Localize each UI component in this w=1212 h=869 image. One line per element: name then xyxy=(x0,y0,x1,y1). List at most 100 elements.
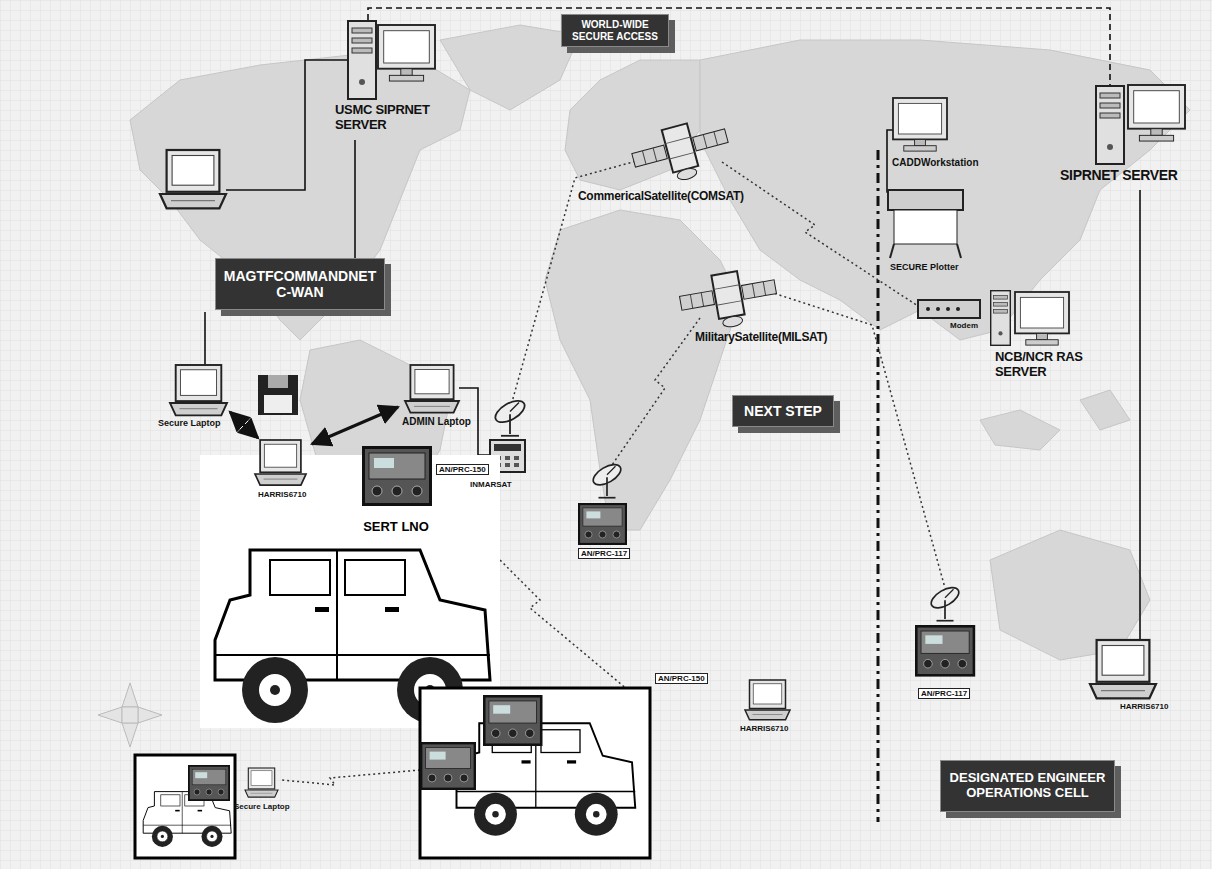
cell-box: DESIGNATED ENGINEER OPERATIONS CELL xyxy=(940,760,1115,812)
network-illustration xyxy=(893,98,947,151)
network-illustration xyxy=(745,680,790,720)
device-label: Secure Laptop xyxy=(158,418,221,428)
network-illustration xyxy=(255,440,306,485)
network-illustration xyxy=(1090,640,1156,698)
network-illustration xyxy=(160,150,226,208)
world-map xyxy=(980,410,1060,450)
compass-rose xyxy=(122,707,138,723)
satellite-label: CommericalSatellite(COMSAT) xyxy=(578,190,744,204)
floppy-disk-icon xyxy=(264,395,292,413)
radio-label: AN/PRC-150 xyxy=(436,464,489,475)
network-illustration xyxy=(170,365,227,415)
server-label: USMC SIPRNET SERVER xyxy=(335,103,445,133)
plotter-icon xyxy=(890,244,894,258)
network-box: MAGTFCOMMANDNET C-WAN xyxy=(215,258,385,310)
device-label: ADMIN Laptop xyxy=(402,416,471,428)
network-wire xyxy=(226,60,347,190)
radio-label: AN/PRC-117 xyxy=(918,688,970,699)
modem-icon xyxy=(918,300,980,318)
network-wire xyxy=(204,312,206,366)
device-label: CADDWorkstation xyxy=(892,157,978,169)
box-text: NEXT STEP xyxy=(744,403,822,419)
modem-icon xyxy=(956,307,960,311)
device-label: Modem xyxy=(950,321,978,330)
network-illustration xyxy=(590,460,624,497)
server-label: SIPRNET SERVER xyxy=(1060,167,1178,183)
compass-rose xyxy=(122,723,138,747)
network-illustration xyxy=(492,396,528,435)
network-illustration xyxy=(378,25,435,81)
box-text: MAGTFCOMMANDNET C-WAN xyxy=(222,268,378,300)
compass-rose xyxy=(98,683,162,747)
network-illustration xyxy=(189,766,229,800)
inmarsat-phone-icon xyxy=(505,456,510,460)
network-illustration xyxy=(991,291,1011,346)
plotter-icon xyxy=(888,190,963,210)
unit-box: SERT LNO xyxy=(350,508,442,546)
network-illustration xyxy=(245,768,278,797)
network-illustration xyxy=(405,365,459,413)
network-illustration xyxy=(421,743,475,789)
network-illustration xyxy=(928,583,962,620)
inmarsat-phone-icon xyxy=(494,444,521,451)
network-illustration xyxy=(579,504,626,544)
device-label: INMARSAT xyxy=(470,480,512,489)
network-wire xyxy=(354,140,356,258)
device-label: HARRIS6710 xyxy=(740,724,788,733)
world-map xyxy=(130,55,470,340)
network-illustration xyxy=(1096,86,1124,164)
vehicle-frame xyxy=(135,755,235,858)
modem-icon xyxy=(926,307,930,311)
world-map xyxy=(545,210,740,530)
inmarsat-phone-icon xyxy=(514,463,519,467)
floppy-disk-icon xyxy=(268,375,288,388)
modem-icon xyxy=(918,300,980,318)
modem-icon xyxy=(936,307,940,311)
device-label: HARRIS6710 xyxy=(1120,702,1168,711)
network-illustration xyxy=(628,114,735,191)
network-illustration xyxy=(1128,85,1185,141)
compass-rose xyxy=(138,707,162,723)
network-illustration xyxy=(677,265,781,335)
world-map xyxy=(700,40,1190,340)
radio-label: AN/PRC-150 xyxy=(655,673,708,684)
plotter-icon xyxy=(957,244,961,258)
network-illustration xyxy=(916,626,974,675)
box-text: WORLD-WIDE SECURE ACCESS xyxy=(568,19,662,42)
box-text: DESIGNATED ENGINEER OPERATIONS CELL xyxy=(947,771,1108,801)
modem-icon xyxy=(946,307,950,311)
radio-label: AN/PRC-117 xyxy=(578,548,630,559)
radio-link xyxy=(282,770,420,785)
device-label: SECURE Plotter xyxy=(890,262,959,272)
inmarsat-phone-icon xyxy=(505,463,510,467)
radio-link xyxy=(612,318,700,465)
satellite-label: MilitarySatellite(MILSAT) xyxy=(695,331,827,345)
network-wire xyxy=(1139,190,1141,642)
compass-rose xyxy=(122,683,138,707)
network-illustration xyxy=(348,21,376,99)
plotter-icon xyxy=(888,190,963,258)
floppy-disk-icon xyxy=(258,375,298,415)
network-illustration xyxy=(364,448,431,505)
network-illustration xyxy=(1015,292,1069,345)
network-illustration xyxy=(484,696,541,744)
floppy-disk-icon xyxy=(258,375,298,415)
server-label: NCB/NCR RAS SERVER xyxy=(995,350,1117,380)
step-box: NEXT STEP xyxy=(732,395,834,427)
transfer-arrow xyxy=(312,407,398,444)
device-label: HARRIS6710 xyxy=(258,490,306,499)
world-map xyxy=(1080,390,1130,430)
inmarsat-phone-icon xyxy=(514,456,519,460)
compass-rose xyxy=(98,707,122,723)
world-map xyxy=(440,25,580,110)
vehicle-frame xyxy=(420,688,650,858)
banner-box: WORLD-WIDE SECURE ACCESS xyxy=(561,14,669,47)
transfer-arrow xyxy=(230,407,398,444)
box-text: SERT LNO xyxy=(363,520,429,535)
device-label: Secure Laptop xyxy=(234,802,290,811)
transfer-arrow xyxy=(230,412,258,438)
network-wire xyxy=(368,8,1110,85)
